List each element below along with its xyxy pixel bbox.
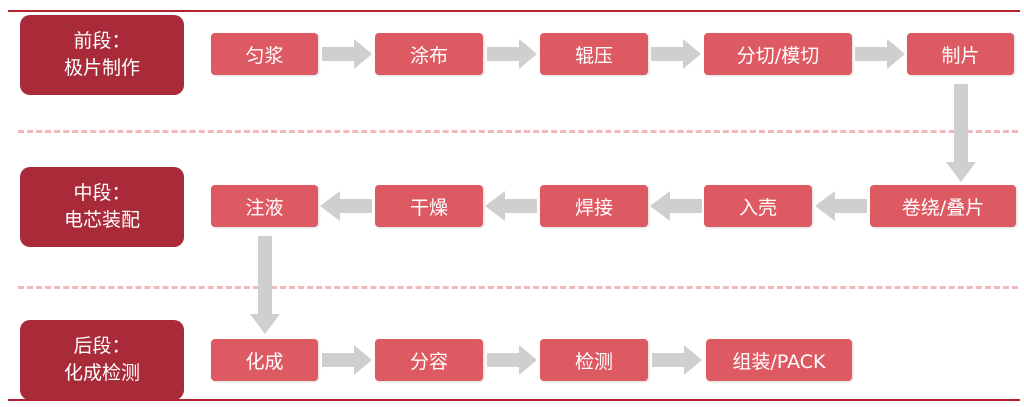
section-divider-2 [18,286,1018,289]
block-arrow-icon [815,191,867,221]
section-divider-1 [18,130,1018,133]
block-arrow-icon [487,345,537,375]
top-rule [8,10,1020,12]
block-arrow-icon [487,39,537,69]
stage-middle: 中段： 电芯装配 [20,167,184,247]
stage-front-subtitle: 极片制作 [63,57,140,79]
stage-back: 后段： 化成检测 [20,320,184,400]
stage-middle-subtitle: 电芯装配 [63,209,140,231]
step-slitting-die-cutting: 分切/模切 [704,33,852,75]
step-sheet-making: 制片 [907,33,1014,75]
step-testing: 检测 [540,339,648,381]
step-welding: 焊接 [540,185,648,227]
block-arrow-icon [650,191,702,221]
block-arrow-icon [652,345,702,375]
block-arrow-icon [320,191,372,221]
step-casing: 入壳 [704,185,812,227]
step-coating: 涂布 [375,33,483,75]
step-drying: 干燥 [375,185,483,227]
stage-front: 前段： 极片制作 [20,15,184,95]
step-assembly-pack: 组装/PACK [706,339,852,381]
step-rolling: 辊压 [540,33,648,75]
block-arrow-icon [485,191,537,221]
block-arrow-icon [250,236,280,334]
step-formation: 化成 [211,339,318,381]
step-homogenizing: 匀浆 [211,33,318,75]
block-arrow-icon [322,345,372,375]
stage-front-title: 前段： [73,30,131,52]
block-arrow-icon [946,84,976,182]
block-arrow-icon [855,39,905,69]
step-winding-stacking: 卷绕/叠片 [870,185,1016,227]
block-arrow-icon [322,39,372,69]
step-capacity-grading: 分容 [375,339,483,381]
stage-middle-title: 中段： [73,182,131,204]
step-electrolyte-filling: 注液 [211,185,318,227]
stage-back-title: 后段： [73,335,131,357]
stage-back-subtitle: 化成检测 [63,362,140,384]
bottom-rule [8,399,1020,401]
block-arrow-icon [651,39,701,69]
